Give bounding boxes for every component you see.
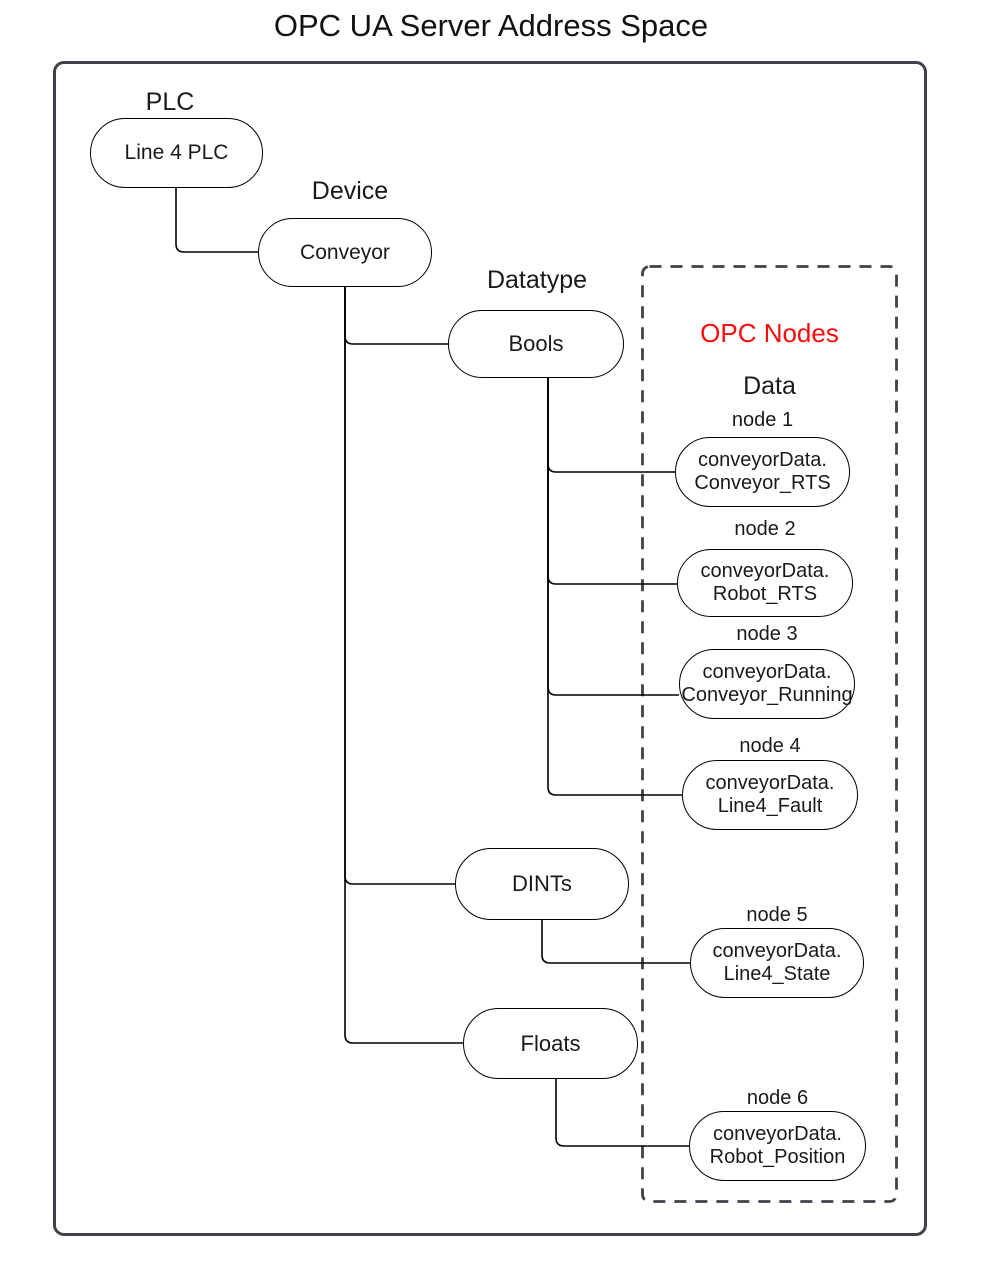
plc-section-label: PLC [145,88,195,116]
floats-node: Floats [463,1008,638,1079]
bools-node-text: Bools [508,331,564,356]
node-6-value-line1: conveyorData. [713,1123,842,1145]
data-section-label: Data [743,372,796,400]
address-space-frame [53,61,927,1236]
bools-node: Bools [448,310,624,378]
node-3-value-line1: conveyorData. [702,661,832,683]
device-section-label: Device [311,177,389,205]
dints-node-text: DINTs [512,871,572,896]
node-3-pill: conveyorData. Conveyor_Running [679,649,855,719]
node-6-pill: conveyorData. Robot_Position [689,1111,866,1181]
datatype-section-label: Datatype [486,266,588,294]
node-1-value-line2: Conveyor_RTS [694,472,831,494]
node-5-label: node 5 [746,904,808,926]
node-1-label: node 1 [731,409,794,431]
diagram-title: OPC UA Server Address Space [273,8,709,43]
node-6-label: node 6 [746,1087,809,1109]
plc-node: Line 4 PLC [90,118,263,188]
node-6-value-line2: Robot_Position [709,1146,846,1168]
node-1-value-line1: conveyorData. [698,449,827,471]
node-4-value-line1: conveyorData. [705,772,835,794]
opc-nodes-title: OPC Nodes [700,318,839,348]
node-3-label: node 3 [736,623,798,645]
dints-node: DINTs [455,848,629,920]
node-1-pill: conveyorData. Conveyor_RTS [675,437,850,507]
node-2-value-line2: Robot_RTS [712,583,818,605]
node-2-label: node 2 [734,518,796,540]
node-2-value-line1: conveyorData. [700,560,830,582]
node-4-value-line2: Line4_Fault [717,795,823,817]
node-5-pill: conveyorData. Line4_State [690,928,864,998]
node-4-label: node 4 [739,735,801,757]
node-2-pill: conveyorData. Robot_RTS [677,549,853,617]
conveyor-node-text: Conveyor [300,240,390,264]
conveyor-node: Conveyor [258,218,432,287]
node-5-value-line2: Line4_State [723,963,831,985]
node-4-pill: conveyorData. Line4_Fault [682,760,858,830]
floats-node-text: Floats [520,1030,581,1056]
plc-node-text: Line 4 PLC [124,141,229,164]
node-3-value-line2: Conveyor_Running [681,684,853,706]
node-5-value-line1: conveyorData. [712,940,842,962]
